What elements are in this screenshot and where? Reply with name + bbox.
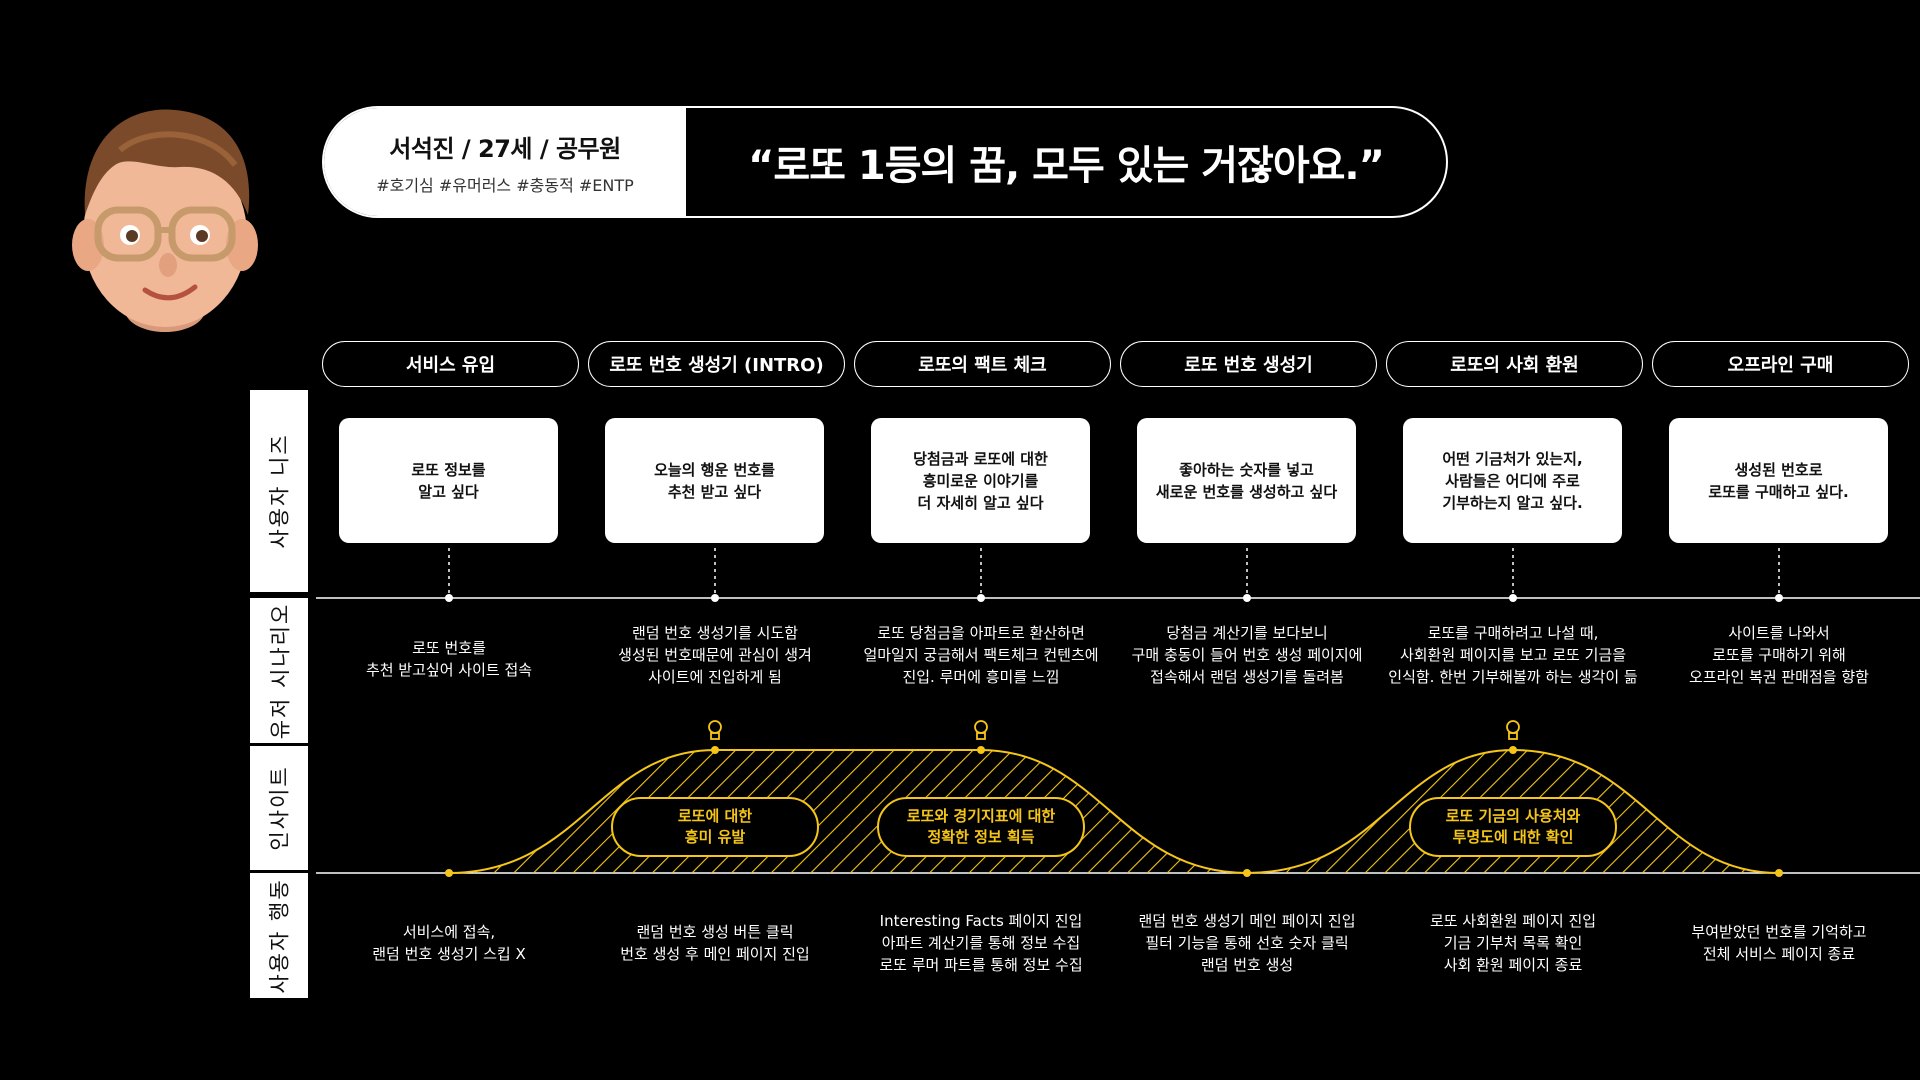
persona-card: 서석진 / 27세 / 공무원 #호기심 #유머러스 #충동적 #ENTP “로…	[322, 106, 1448, 218]
row-label-needs: 사용자 니즈	[250, 390, 308, 592]
stage-pill: 오프라인 구매	[1652, 341, 1909, 387]
stage-pill: 로또 번호 생성기 (INTRO)	[588, 341, 845, 387]
avatar	[72, 109, 258, 332]
scenario-text: 랜덤 번호 생성기를 시도함 생성된 번호때문에 관심이 생겨 사이트에 진입하…	[618, 624, 812, 686]
insight-pill: 로또 기금의 사용처와 투명도에 대한 확인	[1409, 797, 1617, 857]
scenario-text: 사이트를 나와서 로또를 구매하기 위해 오프라인 복권 판매점을 향함	[1689, 624, 1869, 686]
row-label-scenario: 유저 시나리오	[250, 598, 308, 743]
lightbulb-icon	[708, 720, 1520, 740]
action-text: 부여받았던 번호를 기억하고 전체 서비스 페이지 종료	[1691, 923, 1867, 963]
need-card: 오늘의 행운 번호를 추천 받고 싶다	[605, 418, 824, 543]
persona-info: 서석진 / 27세 / 공무원 #호기심 #유머러스 #충동적 #ENTP	[324, 108, 686, 216]
action-text: 랜덤 번호 생성기 메인 페이지 진입 필터 기능을 통해 선호 숫자 클릭 랜…	[1138, 912, 1356, 974]
need-card: 생성된 번호로 로또를 구매하고 싶다.	[1669, 418, 1888, 543]
need-card: 당첨금과 로또에 대한 흥미로운 이야기를 더 자세히 알고 싶다	[871, 418, 1090, 543]
need-connectors	[448, 548, 1780, 596]
action-text: 랜덤 번호 생성 버튼 클릭 번호 생성 후 메인 페이지 진입	[620, 923, 810, 963]
stage-pill: 로또의 팩트 체크	[854, 341, 1111, 387]
insight-pill: 로또와 경기지표에 대한 정확한 정보 획득	[877, 797, 1085, 857]
action-text: 서비스에 접속, 랜덤 번호 생성기 스킵 X	[372, 923, 526, 963]
curve-dots	[445, 746, 1783, 877]
stage-pill: 서비스 유입	[322, 341, 579, 387]
persona-name: 서석진 / 27세 / 공무원	[389, 134, 621, 163]
need-card: 로또 정보를 알고 싶다	[339, 418, 558, 543]
action-text: 로또 사회환원 페이지 진입 기금 기부처 목록 확인 사회 환원 페이지 종료	[1429, 912, 1597, 974]
row-label-action: 사용자 행동	[250, 873, 308, 998]
need-card: 좋아하는 숫자를 넣고 새로운 번호를 생성하고 싶다	[1137, 418, 1356, 543]
scenario-text: 로또 번호를 추천 받고싶어 사이트 접속	[365, 639, 533, 679]
need-dots	[445, 594, 1783, 602]
persona-quote: “로또 1등의 꿈, 모두 있는 거잖아요.”	[748, 143, 1385, 189]
stage-pill: 로또의 사회 환원	[1386, 341, 1643, 387]
action-text: Interesting Facts 페이지 진입 아파트 계산기를 통해 정보 …	[879, 912, 1083, 974]
need-card: 어떤 기금처가 있는지, 사람들은 어디에 주로 기부하는지 알고 싶다.	[1403, 418, 1622, 543]
scenario-text: 로또 당첨금을 아파트로 환산하면 얼마일지 궁금해서 팩트체크 컨텐츠에 진입…	[863, 624, 1099, 686]
persona-tags: #호기심 #유머러스 #충동적 #ENTP	[376, 175, 634, 195]
stage-pill: 로또 번호 생성기	[1120, 341, 1377, 387]
insight-pill: 로또에 대한 흥미 유발	[611, 797, 819, 857]
row-label-insight: 인사이트	[250, 746, 308, 870]
scenario-text: 로또를 구매하려고 나설 때, 사회환원 페이지를 보고 로또 기금을 인식함.…	[1388, 624, 1638, 686]
scenario-text: 당첨금 계산기를 보다보니 구매 충동이 들어 번호 생성 페이지에 접속해서 …	[1131, 624, 1363, 686]
